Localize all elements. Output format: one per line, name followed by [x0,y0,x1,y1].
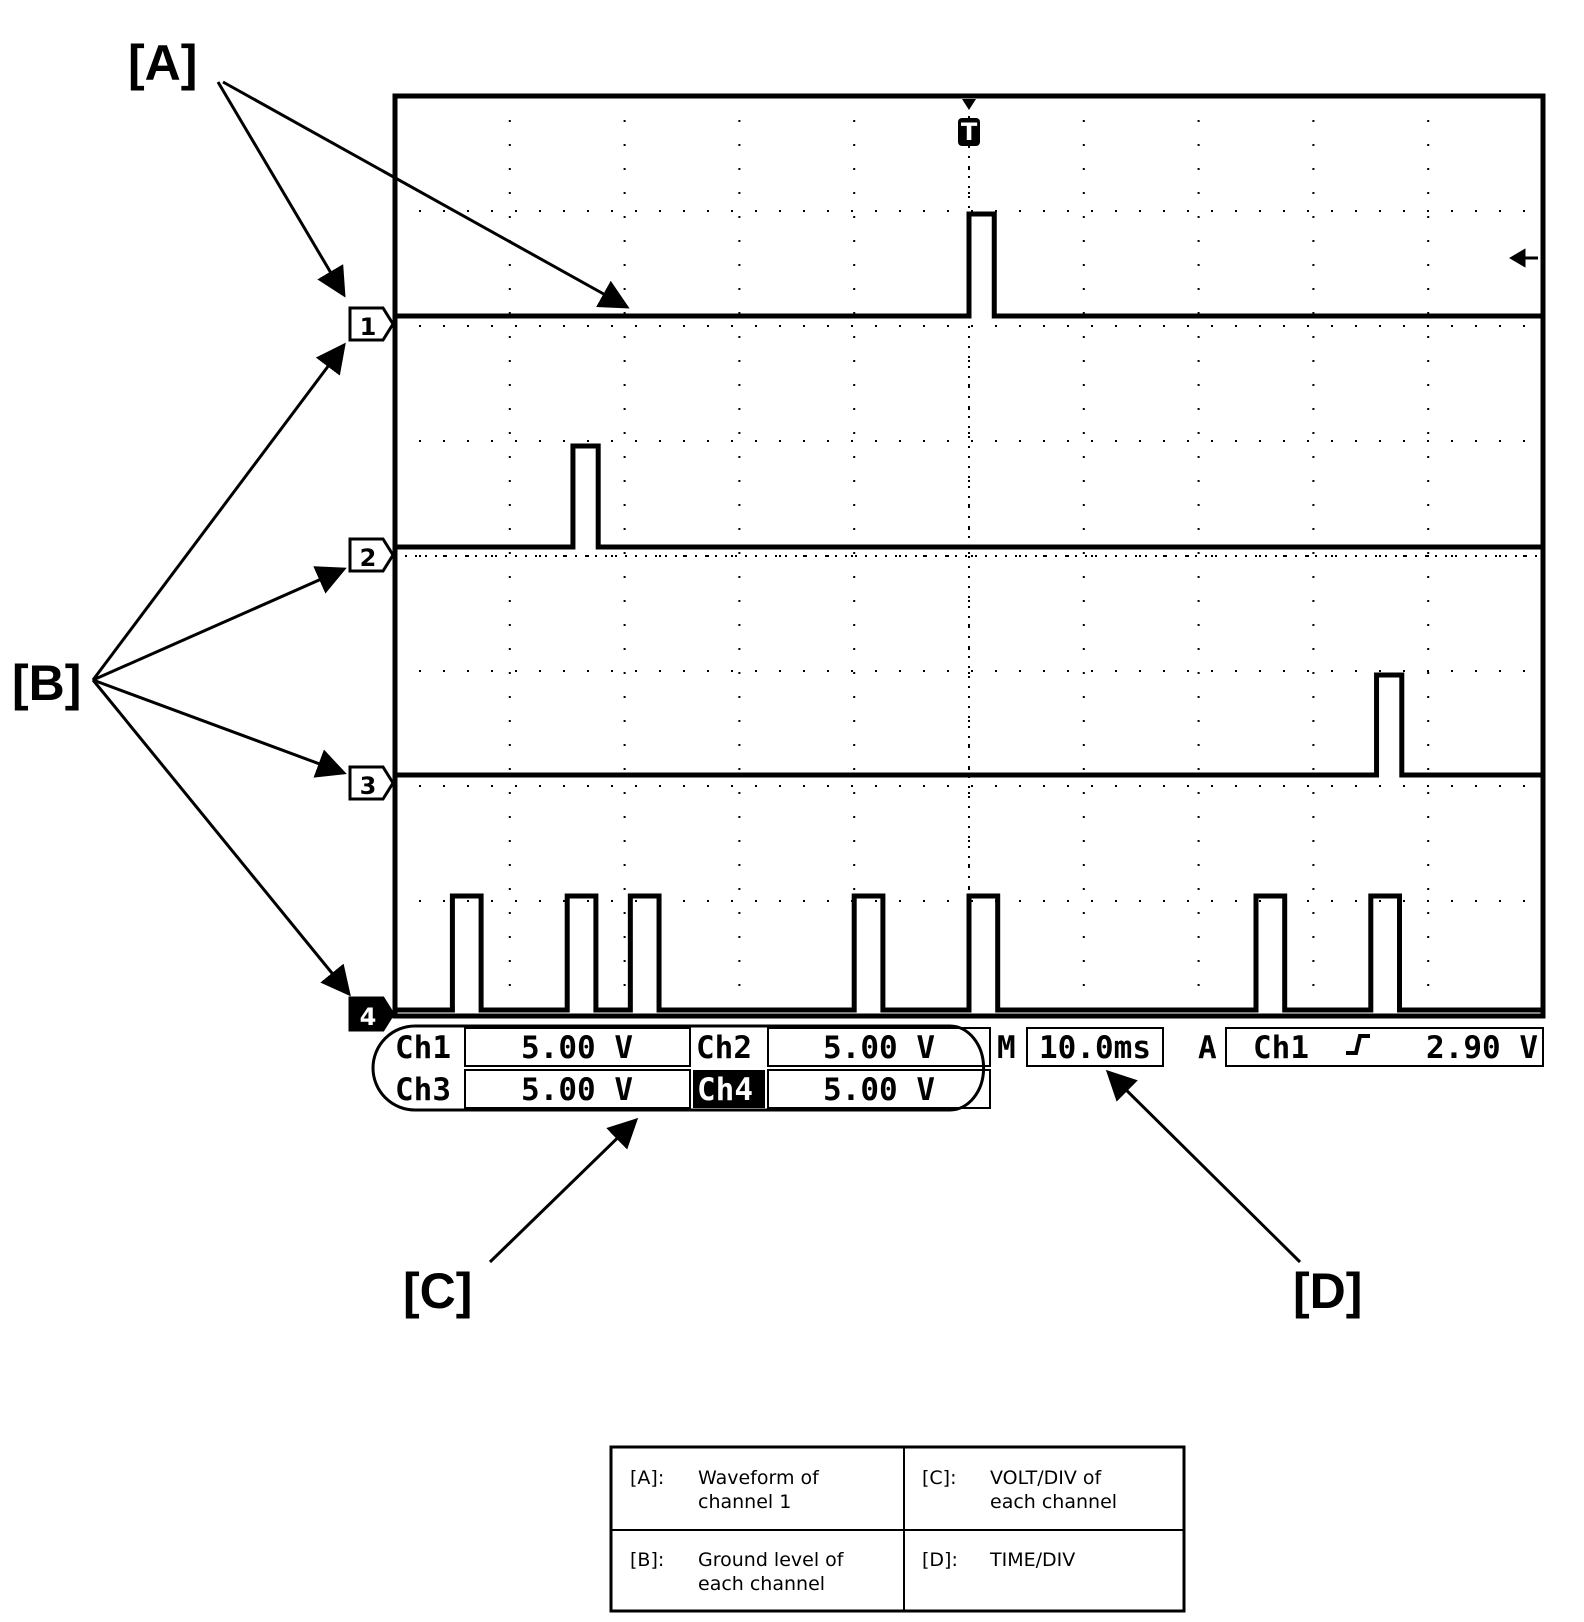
svg-text:2.90 V: 2.90 V [1426,1030,1538,1066]
trigger-level-arrow [1509,248,1538,268]
legend-text-c-line2: each channel [990,1491,1117,1513]
legend-text-b-line2: each channel [698,1573,825,1595]
svg-text:3: 3 [360,772,377,800]
legend-text-a-line1: Waveform of [698,1467,820,1489]
svg-text:2: 2 [360,544,377,572]
ground-marker-4: 4 [348,996,395,1032]
waveform-channel-4 [395,893,1543,1013]
legend-key-b: [B]: [630,1549,664,1571]
ground-marker-2: 2 [348,537,395,573]
trigger-marker: T [958,99,980,146]
ch4-volt-div: 5.00 V [823,1072,935,1108]
legend-key-c: [C]: [922,1467,957,1489]
legend-text-a-line2: channel 1 [698,1491,791,1513]
waveform-channel-2 [395,443,1543,550]
ch3-volt-div: 5.00 V [521,1072,633,1108]
svg-text:M: M [997,1030,1016,1066]
svg-text:10.0ms: 10.0ms [1039,1030,1151,1066]
legend-text-b-line1: Ground level of [698,1549,845,1571]
time-div-readout: M 10.0ms [997,1027,1164,1067]
callout-a: [A] [128,35,197,91]
svg-text:T: T [961,118,978,146]
callout-c: [C] [403,1263,472,1319]
ground-marker-3: 3 [348,765,395,801]
legend-key-a: [A]: [630,1467,664,1489]
waveform-traces [395,211,1543,1013]
rising-edge-icon [1346,1034,1370,1055]
ch1-volt-div: 5.00 V [521,1030,633,1066]
volt-div-readouts: Ch1 5.00 V Ch2 5.00 V Ch3 5.00 V Ch4 5.0… [371,1024,991,1112]
ch4-label: Ch4 [697,1072,753,1108]
svg-text:A: A [1198,1030,1217,1066]
ch2-volt-div: 5.00 V [823,1030,935,1066]
ground-marker-1: 1 [348,306,395,342]
callout-d: [D] [1293,1263,1362,1319]
svg-text:1: 1 [360,313,377,341]
waveform-channel-3 [395,672,1543,778]
legend-text-c-line1: VOLT/DIV of [990,1467,1102,1489]
ch1-label: Ch1 [395,1030,451,1066]
ch3-label: Ch3 [395,1072,451,1108]
graticule [395,96,1543,1016]
callout-b: [B] [12,655,81,711]
svg-text:Ch1: Ch1 [1253,1030,1309,1066]
legend-text-d-line1: TIME/DIV [989,1549,1075,1571]
volt-div-highlight-oval [371,1024,986,1112]
legend-key-d: [D]: [922,1549,958,1571]
trigger-readout: A Ch1 2.90 V [1198,1027,1544,1067]
callout-arrows [91,80,1302,1264]
svg-text:4: 4 [360,1003,377,1031]
waveform-channel-1 [395,211,1543,319]
legend-table: [A]: Waveform of channel 1 [C]: VOLT/DIV… [609,1445,1186,1613]
ch2-label: Ch2 [696,1030,752,1066]
